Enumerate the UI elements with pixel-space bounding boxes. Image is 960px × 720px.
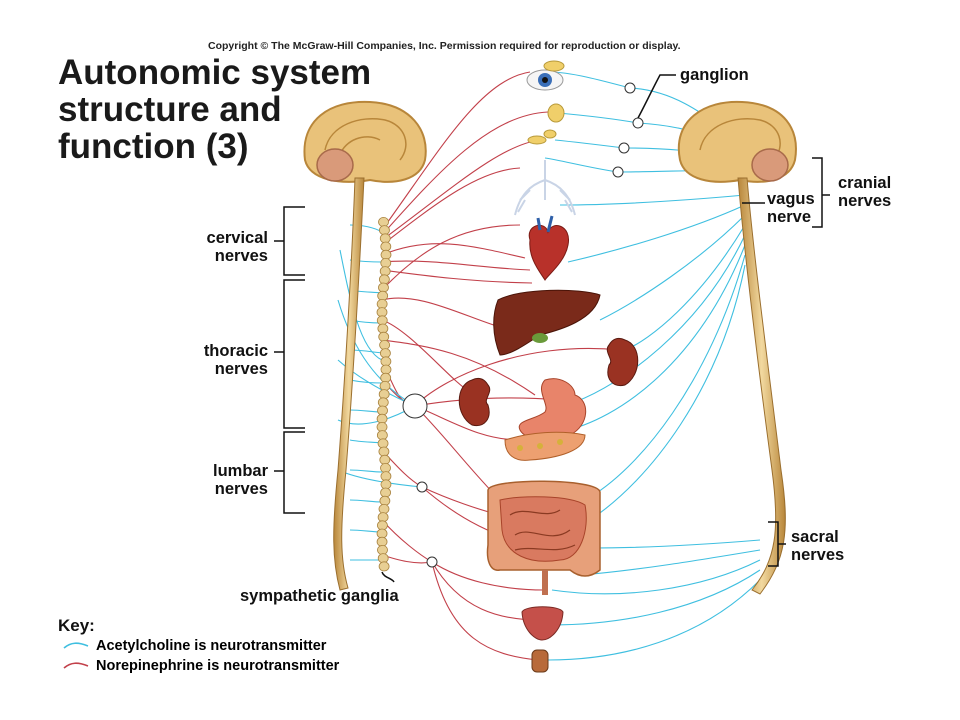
- ganglion-label: ganglion: [680, 66, 749, 84]
- ganglion-bead: [377, 290, 389, 301]
- vagus-nerve-label: vagus nerve: [767, 190, 815, 226]
- spinal-cord-left: [333, 177, 365, 591]
- copyright-notice: Copyright © The McGraw-Hill Companies, I…: [208, 40, 681, 52]
- label-brackets: [274, 74, 830, 583]
- title-line: function (3): [58, 127, 249, 166]
- ganglion-bead: [378, 216, 389, 227]
- ganglion-bead: [378, 561, 390, 572]
- ganglion-marker: [416, 481, 428, 493]
- cervical-nerves-label: cervical nerves: [206, 229, 268, 265]
- ganglion-bead: [379, 266, 391, 277]
- ganglion-marker: [618, 142, 630, 154]
- eye-icon: [526, 60, 565, 91]
- lumbar-bracket: [283, 431, 305, 514]
- cranial-bracket: [812, 157, 823, 228]
- bladder-icon: [521, 606, 564, 641]
- pancreas-icon: [504, 431, 586, 461]
- ganglion-bead: [377, 323, 389, 334]
- stomach-icon: [518, 378, 587, 441]
- lungs-icon: [514, 160, 576, 216]
- heart-icon: [528, 215, 569, 281]
- ganglion-marker: [624, 82, 636, 94]
- ganglion-bead: [377, 438, 389, 449]
- ganglion-bead: [378, 274, 390, 285]
- kidney-right-icon: [606, 337, 639, 387]
- ganglion-bead: [376, 315, 388, 326]
- key-item-label: Norepinephrine is neurotransmitter: [96, 658, 340, 674]
- ganglion-bead: [379, 225, 390, 236]
- title-line: Autonomic system: [58, 53, 372, 92]
- key-item-label: Acetylcholine is neurotransmitter: [96, 638, 327, 654]
- sympathetic-ganglia-pointer: [381, 571, 395, 583]
- genitals-icon: [531, 649, 549, 673]
- ganglion-bead: [378, 282, 389, 293]
- ganglion-bead: [378, 503, 390, 514]
- ganglion-bead: [380, 487, 391, 498]
- ganglion-bead: [379, 495, 391, 506]
- ganglion-marker: [612, 166, 624, 178]
- intestines-icon: [486, 480, 601, 595]
- red-line-swatch-icon: [63, 662, 89, 669]
- ganglion-bead: [377, 397, 389, 408]
- ganglion-marker: [426, 556, 438, 568]
- brain-left-icon: [303, 100, 427, 183]
- sympathetic-chain-icon: [376, 216, 392, 572]
- ganglion-pointer: [637, 74, 676, 119]
- ganglion-marker: [402, 393, 428, 419]
- ganglion-bead: [379, 454, 391, 465]
- ganglion-bead: [377, 512, 389, 523]
- ganglion-bead: [376, 430, 388, 441]
- key-title: Key:: [58, 616, 95, 635]
- thoracic-nerves-label: thoracic nerves: [203, 342, 268, 378]
- ganglion-marker: [632, 117, 644, 129]
- key-item-norepinephrine: Norepinephrine is neurotransmitter: [62, 658, 339, 674]
- salivary-glands-icon: [527, 129, 557, 145]
- ganglion-bead: [378, 446, 390, 457]
- lumbar-nerves-label: lumbar nerves: [212, 462, 268, 498]
- key-item-acetylcholine: Acetylcholine is neurotransmitter: [62, 638, 326, 654]
- lacrimal-gland-icon: [547, 103, 565, 123]
- cranial-nerves-label: cranial nerves: [838, 174, 892, 210]
- ganglion-bead: [380, 372, 392, 383]
- thoracic-bracket: [283, 279, 305, 429]
- ganglion-markers: [402, 82, 644, 568]
- ganglion-bead: [379, 339, 391, 350]
- sacral-nerves-label: sacral nerves: [791, 528, 845, 564]
- ganglion-bead: [379, 380, 391, 391]
- ganglion-bead: [378, 389, 390, 400]
- ganglion-bead: [379, 233, 391, 244]
- blue-line-swatch-icon: [63, 642, 89, 649]
- spinal-cord-right: [737, 177, 786, 595]
- sympathetic-ganglia-label: sympathetic ganglia: [240, 587, 399, 605]
- ganglion-bead: [380, 257, 392, 268]
- brain-right-icon: [677, 100, 797, 183]
- title-line: structure and: [58, 90, 282, 129]
- ganglion-bead: [378, 331, 390, 342]
- ganglion-bead: [377, 553, 389, 564]
- kidney-left-icon: [458, 377, 491, 427]
- page-title: Autonomic system structure and function …: [58, 54, 371, 165]
- liver-icon: [493, 289, 601, 356]
- ganglion-bead: [377, 545, 388, 556]
- cervical-bracket: [283, 206, 305, 276]
